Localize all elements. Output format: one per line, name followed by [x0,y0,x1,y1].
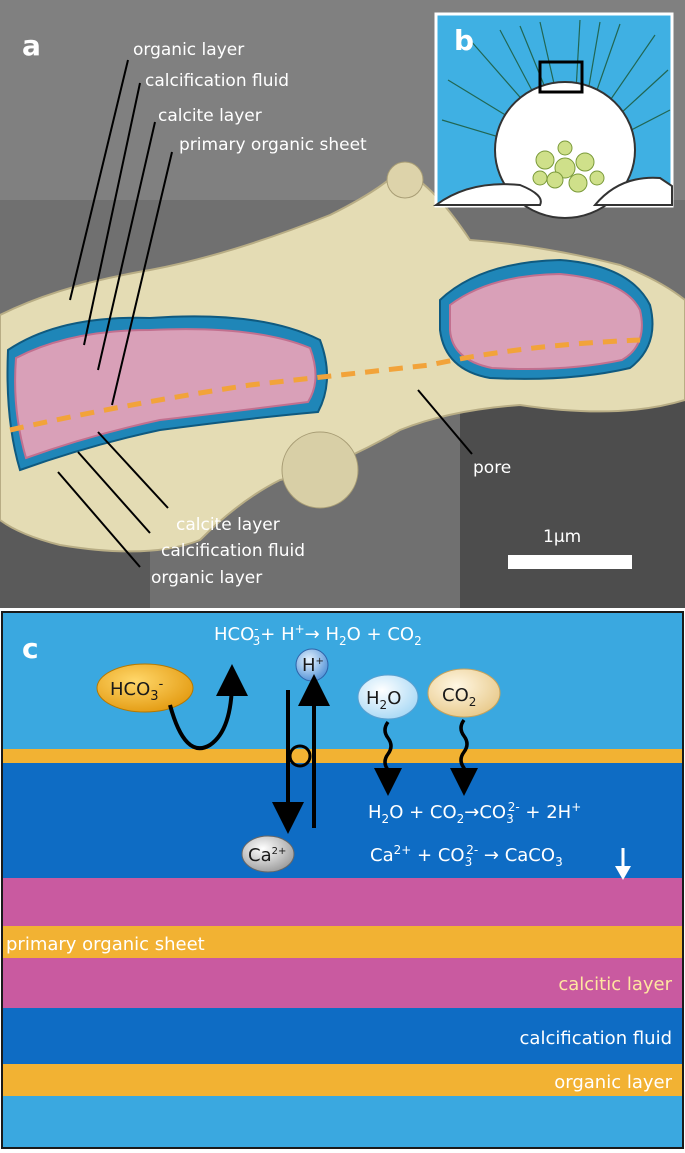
bubble-ca [241,835,295,873]
chamber-left-calcite [14,328,317,460]
leader-lines-top [69,59,173,406]
inset-zoom-box [538,60,584,94]
panel-a-letter: a [22,29,41,62]
label-a-calcification-fluid-top: calcification fluid [145,71,289,91]
bubble-h-text: H+ [302,655,324,676]
organic-layer-band [3,1064,682,1096]
label-primary-organic-sheet: primary organic sheet [6,934,205,955]
label-a-calcification-fluid-bottom: calcification fluid [161,541,305,561]
bubble-hco3-text: HCO3- [110,677,164,704]
reaction-low: Ca2+ + CO32- → CaCO3 [370,843,563,869]
inset-cytoplasm [532,140,605,193]
calcitic-layer-band [3,958,682,1008]
label-a-primary-organic-sheet: primary organic sheet [179,135,367,155]
transporter-icon [288,744,312,768]
panel-b: b [432,12,674,219]
primary-organic-sheet-band [3,926,682,958]
label-a-calcite-layer-bottom: calcite layer [176,515,280,535]
calcification-fluid-band [3,1008,682,1064]
leader-lines-bottom [57,431,169,568]
scale-bar-label: 1µm [543,527,581,547]
label-a-pore: pore [473,458,511,478]
h2o-diffusion-arrow [374,720,402,796]
bubble-hco3 [96,663,194,713]
scale-bar [508,555,632,569]
organic-layer-top [3,749,682,763]
reaction-mid: H2O + CO2→CO32- + 2H+ [368,800,581,826]
primary-organic-sheet [9,337,641,433]
hco3-curved-arrow [168,664,248,751]
bubble-ca-text: Ca2+ [248,845,286,866]
label-organic-layer: organic layer [554,1072,672,1093]
reaction-top: HCO-3+ H+→ H2O + CO2 [214,622,422,648]
panel-c-letter: c [22,632,39,665]
fluid-layer-top [3,763,682,878]
label-a-organic-layer-top: organic layer [133,40,244,60]
label-a-organic-layer-bottom: organic layer [151,568,262,588]
label-a-calcite-layer-top: calcite layer [158,106,262,126]
co2-diffusion-arrow [450,718,478,796]
pore-leader [417,389,473,455]
label-calcitic-layer: calcitic layer [558,974,672,995]
bubble-co2-text: CO2 [442,685,476,709]
precipitation-arrow-head [615,866,631,880]
panel-c: c HCO-3+ H+→ H2O + CO2 HCO3- H+ Ca2+ H2O… [0,608,685,1149]
seawater-bottom [3,1096,682,1147]
bubble-co2 [427,668,501,718]
label-calcification-fluid: calcification fluid [520,1028,672,1049]
chamber-right-calcite [449,272,643,370]
bubble-h2o-text: H2O [366,688,401,712]
bubble-h2o [357,674,419,720]
panel-b-letter: b [454,24,474,57]
calcite-layer-top [3,878,682,926]
